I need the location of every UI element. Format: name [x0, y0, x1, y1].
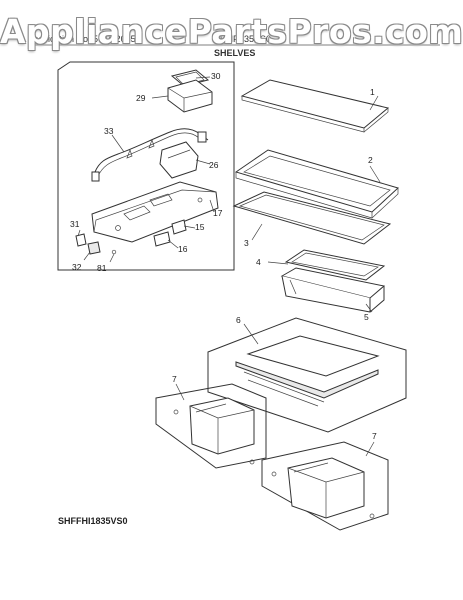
- callout-3: 3: [244, 238, 249, 248]
- control-assembly-group: [57, 61, 235, 271]
- part-6-crisper-cover-group: [207, 317, 407, 433]
- part-33-harness: [94, 128, 209, 173]
- callout-32: 32: [72, 262, 82, 272]
- callout-30: 30: [211, 71, 221, 81]
- callout-26: 26: [209, 160, 219, 170]
- part-30-inner: [175, 71, 205, 86]
- callout-2: 2: [368, 155, 373, 165]
- part-2-shelf: [234, 149, 399, 219]
- part-7-crisper-left-group: [155, 383, 267, 469]
- callout-1: 1: [370, 87, 375, 97]
- part-16-lamp: [153, 231, 171, 247]
- callout-7b: 7: [372, 431, 377, 441]
- callout-7a: 7: [172, 374, 177, 384]
- part-26-bracket: [159, 141, 199, 179]
- callout-4: 4: [256, 257, 261, 267]
- part-4-tray: [267, 249, 386, 281]
- part-1-shelf: [240, 79, 390, 133]
- callout-17: 17: [213, 208, 223, 218]
- callout-29: 29: [136, 93, 146, 103]
- publication-number: Publication No: 5 99720550: [30, 34, 141, 44]
- callout-33: 33: [104, 126, 114, 136]
- part-15-socket: [171, 219, 187, 235]
- watermark: AppliancePartsPros.com: [0, 12, 463, 51]
- section-title: SHELVES: [214, 48, 256, 58]
- model-number-header: SHHFF35VS0: [214, 34, 272, 44]
- part-29-housing: [167, 79, 213, 113]
- part-3-shelf: [232, 191, 392, 245]
- callout-81: 81: [97, 263, 107, 273]
- callout-6: 6: [236, 315, 241, 325]
- harness-connector: [197, 131, 207, 143]
- callout-16: 16: [178, 244, 188, 254]
- callout-31: 31: [70, 219, 80, 229]
- part-31-knob: [75, 233, 87, 247]
- callout-5: 5: [364, 312, 369, 322]
- callout-15: 15: [195, 222, 205, 232]
- part-7-crisper-right-group: [261, 441, 389, 531]
- part-81-screw: [111, 249, 117, 255]
- part-5-drawer: [280, 267, 386, 313]
- part-32-knob: [87, 241, 101, 255]
- model-label: SHFFHI1835VS0: [58, 516, 128, 526]
- assembly-frame: [57, 61, 235, 271]
